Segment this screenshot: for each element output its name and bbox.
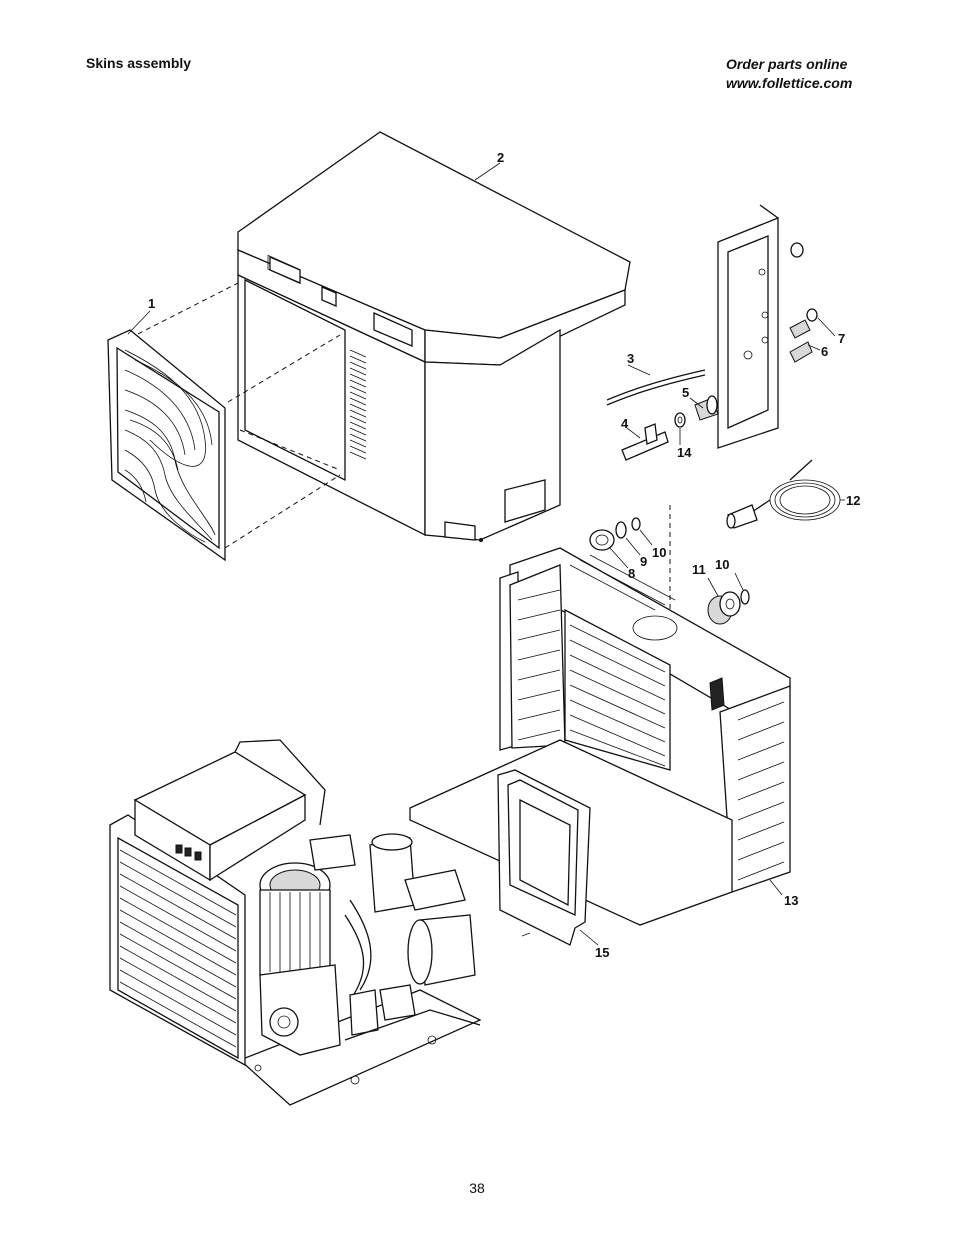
page-number: 38: [469, 1180, 485, 1196]
callout-8: 8: [628, 566, 635, 581]
callout-15: 15: [595, 945, 609, 960]
part-11-drain-fitting: [707, 591, 741, 625]
callout-2: 2: [497, 150, 504, 165]
part-14-ring: [674, 412, 686, 428]
machine-chassis: [109, 739, 482, 1106]
connection-bracket: [717, 204, 779, 449]
order-info: Order parts online www.follettice.com: [726, 55, 852, 93]
part-1-front-grille: [107, 329, 226, 562]
cover-vent-louvers: [349, 349, 367, 460]
part-2-top-cover: [237, 131, 631, 542]
callout-11: 11: [692, 562, 706, 577]
part-3-tube: [606, 374, 706, 406]
part-10-o-ring-2: [740, 589, 750, 605]
callout-13: 13: [784, 893, 798, 908]
part-5-bulkhead-fitting: [694, 395, 719, 421]
page-title: Skins assembly: [86, 55, 192, 71]
part-6-spring: [789, 319, 813, 363]
part-10-o-ring: [631, 517, 641, 531]
evaporator-assembly: [309, 833, 476, 1036]
callout-7: 7: [838, 331, 845, 346]
part-12-power-cord: [726, 459, 841, 529]
callout-3: 3: [627, 351, 634, 366]
part-4-tee-fitting: [621, 423, 669, 461]
callout-4: 4: [621, 416, 629, 431]
leader-lines: [127, 162, 845, 946]
callout-9: 9: [640, 554, 647, 569]
callout-10-a: 10: [652, 545, 666, 560]
website-url[interactable]: www.follettice.com: [726, 75, 853, 91]
callout-5: 5: [682, 385, 689, 400]
callout-10-b: 10: [715, 557, 729, 572]
callout-12: 12: [846, 493, 860, 508]
callout-14: 14: [677, 445, 692, 460]
part-15-drain-pan: [497, 769, 591, 946]
part-7-screw: [790, 242, 818, 322]
part-9-washer: [615, 521, 627, 539]
callout-1: 1: [148, 296, 155, 311]
order-online-label: Order parts online: [726, 56, 848, 72]
drive-motor: [259, 862, 341, 1056]
callout-6: 6: [821, 344, 828, 359]
part-8-nut: [589, 529, 615, 551]
